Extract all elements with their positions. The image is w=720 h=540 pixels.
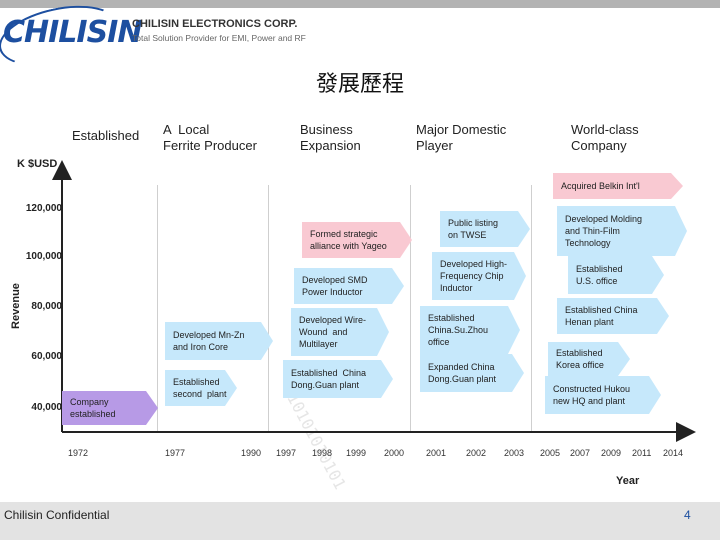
milestone-arrow [557,206,687,256]
phase-divider [410,185,411,433]
milestone-label: Developed High- Frequency Chip Inductor [440,259,508,293]
milestone-label: Established second plant [173,377,227,399]
x-tick-label: 2000 [384,448,405,458]
milestone-label: Developed Molding and Thin-Film Technolo… [565,214,643,248]
milestone-label: Established China Henan plant [565,305,638,327]
x-tick-label: 2001 [426,448,447,458]
milestone-arrow [62,391,158,425]
phase-business-expansion: Business Expansion [300,122,361,153]
x-tick-label: 1972 [68,448,89,458]
milestone-arrow [545,376,661,414]
x-tick-label: 2011 [632,448,652,458]
milestone-arrow [553,173,683,199]
milestone-arrow [557,298,669,334]
milestone-arrow [294,268,404,304]
milestone-label: Established U.S. office [576,264,623,286]
x-tick-label: 2005 [540,448,561,458]
phase-world-class-company: World-class Company [571,122,639,153]
milestone-label: Acquired Belkin Int'l [561,181,640,191]
milestone-arrow [302,222,412,258]
x-tick-label: 2009 [601,448,622,458]
x-tick-label: 2002 [466,448,487,458]
milestone-label: Established China Dong.Guan plant [291,368,367,390]
logo: CHILISIN [3,15,142,50]
milestone-arrow [548,342,630,376]
y-tick-label: 40,000 [31,402,62,413]
milestone-arrow [420,306,520,354]
milestone-label: Constructed Hukou new HQ and plant [553,384,631,406]
footer-bar [0,502,720,540]
unit-label: K $USD [17,158,58,170]
milestone-label: Established Korea office [556,348,604,370]
milestone-label: Company established [70,397,116,419]
milestone-label: Formed strategic alliance with Yageo [310,229,387,251]
phase-divider [268,185,269,433]
phase-local-ferrite-producer: A Local Ferrite Producer [163,122,257,153]
y-tick-label: 60,000 [31,351,62,362]
x-tick-label: 1977 [165,448,186,458]
milestone-arrow [568,256,664,294]
x-tick-label: 1990 [241,448,262,458]
milestone-label: Established China.Su.Zhou office [428,313,489,347]
y-tick-label: 120,000 [25,203,62,214]
page-title: 發展歷程 [315,72,404,97]
x-tick-label: 2003 [504,448,525,458]
company-name: CHILISIN ELECTRONICS CORP. [132,18,298,30]
x-tick-label: 1997 [276,448,297,458]
phase-established: Established [72,128,140,143]
milestone-arrow [420,354,524,392]
phase-major-domestic-player: Major Domestic Player [416,122,507,153]
milestone-arrow [165,322,273,360]
y-tick-label: 100,000 [25,251,62,262]
x-tick-label: 1998 [312,448,333,458]
milestone-label: Developed SMD Power Inductor [302,275,368,297]
phase-divider [157,185,158,433]
footer-confidential: Chilisin Confidential [4,508,110,522]
y-tick-label: 80,000 [31,301,62,312]
top-bar [0,0,720,8]
x-tick-label: 2014 [663,448,684,458]
x-axis-label: Year [616,475,640,487]
company-tagline: Total Solution Provider for EMI, Power a… [132,33,306,43]
milestone-label: Expanded China Dong.Guan plant [428,362,497,384]
x-tick-label: 1999 [346,448,367,458]
milestone-label: Developed Mn-Zn and Iron Core [173,330,245,352]
page-number: 4 [684,508,691,522]
milestone-label: Public listing on TWSE [448,218,499,240]
phase-divider [531,185,532,433]
milestone-arrow [165,370,237,406]
milestone-arrow [432,252,526,300]
milestone-label: Developed Wire- Wound and Multilayer [299,315,367,349]
milestone-arrow [440,211,530,247]
x-tick-label: 2007 [570,448,591,458]
milestone-arrow [283,360,393,398]
milestone-arrow [291,308,389,356]
